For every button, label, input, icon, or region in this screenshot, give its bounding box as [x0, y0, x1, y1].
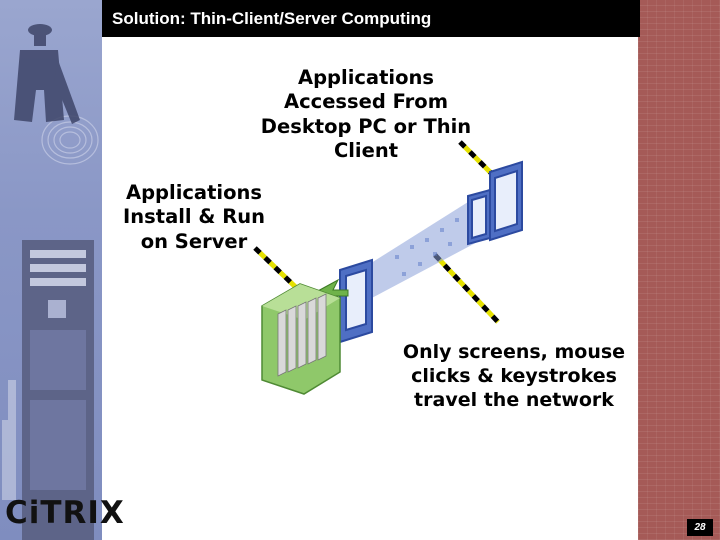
page-number: 28	[687, 519, 713, 536]
decorative-left-panel	[0, 0, 102, 540]
connector-line-server	[253, 246, 337, 327]
server-rack-icon	[261, 283, 341, 395]
decorative-collage-image	[2, 24, 99, 540]
connector-line-network	[433, 253, 500, 324]
citrix-logo: CiTRIX	[5, 495, 125, 531]
network-beam	[360, 185, 500, 300]
callout-applications-accessed: Applications Accessed From Desktop PC or…	[260, 66, 472, 163]
decorative-right-strip	[638, 0, 720, 540]
client-screen-icon-near	[339, 258, 373, 344]
client-screen-icon-mid	[467, 188, 491, 246]
client-screen-icon-far	[489, 160, 523, 242]
callout-applications-install: Applications Install & Run on Server	[123, 181, 265, 253]
slide-title: Solution: Thin-Client/Server Computing	[102, 0, 640, 37]
callout-network-traffic: Only screens, mouse clicks & keystrokes …	[402, 341, 626, 411]
